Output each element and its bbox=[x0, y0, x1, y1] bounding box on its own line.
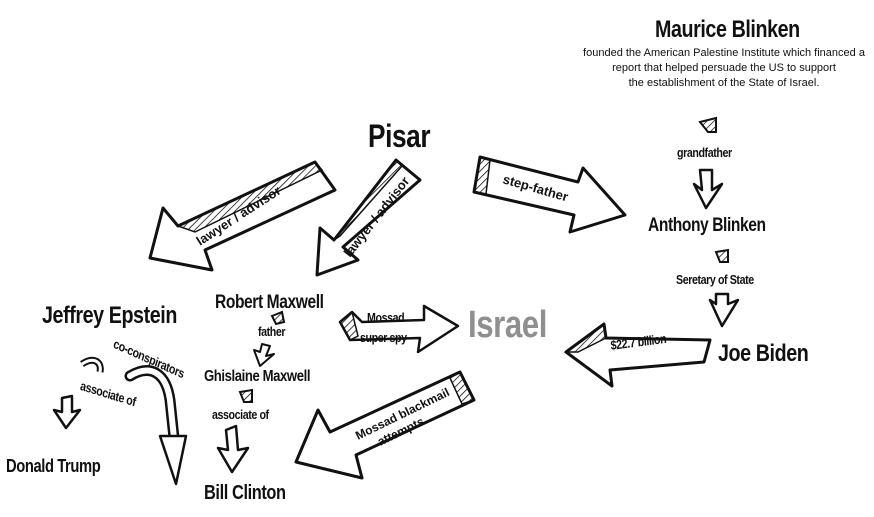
arrow-pisar-to-anthony: step-father bbox=[472, 155, 627, 234]
node-israel: Israel bbox=[468, 304, 547, 346]
node-joe-biden: Joe Biden bbox=[718, 340, 809, 367]
edge-label-secretary: Seretary of State bbox=[676, 272, 754, 287]
edge-label-father: father bbox=[258, 324, 286, 339]
edge-label-mossad: Mossad bbox=[367, 310, 405, 325]
node-bill-clinton: Bill Clinton bbox=[204, 482, 286, 504]
maurice-note-line-1: founded the American Palestine Institute… bbox=[583, 47, 865, 59]
node-anthony-blinken: Anthony Blinken bbox=[648, 215, 766, 236]
node-maurice-blinken: Maurice Blinken bbox=[655, 16, 800, 43]
edge-label-grandfather: grandfather bbox=[677, 145, 732, 160]
arrow-maxwell-to-israel bbox=[338, 304, 460, 354]
arrow-secretary bbox=[708, 248, 740, 328]
maurice-note-line-2: report that helped persuade the US to su… bbox=[612, 62, 836, 74]
node-jeffrey-epstein: Jeffrey Epstein bbox=[42, 302, 177, 329]
arrow-israel-to-clinton: Mossad blackmail attempts bbox=[294, 370, 476, 480]
arrow-pisar-to-epstein: lawyer / advisor bbox=[148, 160, 337, 272]
arrow-epstein-to-trump bbox=[52, 356, 104, 430]
arrow-epstein-to-clinton bbox=[124, 365, 188, 486]
node-donald-trump: Donald Trump bbox=[6, 456, 101, 476]
arrow-father bbox=[253, 310, 286, 367]
maurice-note: founded the American Palestine Institute… bbox=[574, 46, 874, 91]
arrow-pisar-to-maxwell: lawyer / advisor bbox=[315, 158, 422, 277]
edge-label-super-spy: super spy bbox=[360, 330, 407, 345]
arrow-grandfather bbox=[692, 116, 724, 210]
maurice-note-line-3: the establishment of the State of Israel… bbox=[628, 77, 820, 89]
edge-label-associate-mid: associate of bbox=[212, 407, 269, 422]
node-pisar: Pisar bbox=[368, 118, 431, 154]
arrow-ghislaine-to-clinton bbox=[216, 388, 253, 474]
node-ghislaine-maxwell: Ghislaine Maxwell bbox=[204, 368, 311, 385]
arrow-biden-to-israel bbox=[563, 322, 712, 388]
node-robert-maxwell: Robert Maxwell bbox=[215, 292, 324, 313]
